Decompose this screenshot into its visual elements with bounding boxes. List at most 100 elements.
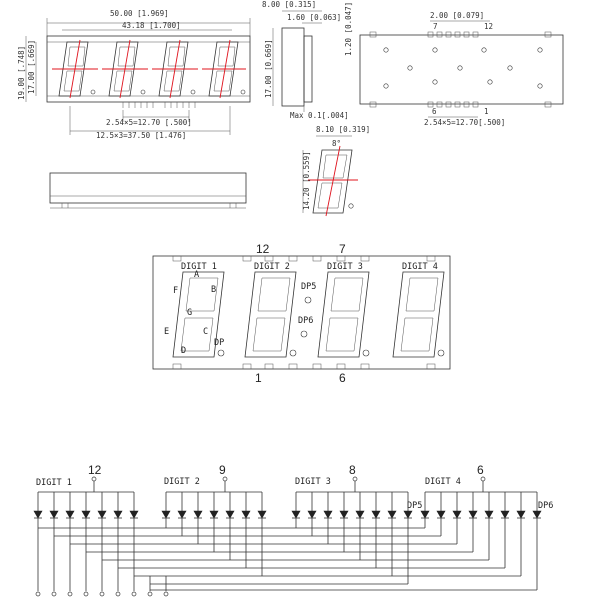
face-digit-4	[392, 271, 445, 358]
schematic-diode	[452, 510, 462, 519]
digit-width-dim: 8.10 [0.319]	[316, 125, 370, 134]
face-pin-12: 12	[256, 242, 270, 256]
schematic-diode	[257, 510, 267, 519]
schematic-pin-6: 6	[477, 463, 484, 477]
overall-width-dim: 50.00 [1.969]	[110, 9, 169, 18]
front-digit-3	[152, 39, 198, 99]
side-depth-dim: 8.00 [0.315]	[262, 0, 316, 9]
schematic-pin-8: 8	[349, 463, 356, 477]
segment-dp: DP	[214, 338, 224, 348]
schematic-group-label-4: DIGIT 4	[425, 477, 461, 487]
schematic-diode	[129, 510, 139, 519]
schematic-common-pin	[480, 476, 486, 482]
schematic-diode	[532, 510, 542, 519]
segment-a: A	[194, 270, 199, 280]
back-view: 2.00 [0.079] 7 12 1.20 [0.047] 6 1	[344, 2, 564, 127]
back-pin-1: 1	[484, 107, 489, 116]
schematic-diode	[161, 510, 171, 519]
back-pin-6: 6	[432, 107, 437, 116]
back-pin-pitch-dim: 2.54×5=12.70[.500]	[424, 118, 505, 127]
schematic-diode	[355, 510, 365, 519]
schematic-diode	[65, 510, 75, 519]
schematic-diode	[339, 510, 349, 519]
schematic-diode	[209, 510, 219, 519]
schematic-diode	[436, 510, 446, 519]
schematic-diode	[33, 510, 43, 519]
schematic-dp6: DP6	[538, 501, 553, 511]
segment-d: D	[181, 346, 186, 356]
side-pin-dim: 1.60 [0.063]	[287, 13, 341, 22]
digit-pitch-dim: 12.5×3=37.50 [1.476]	[96, 131, 186, 140]
schematic: DIGIT 1 DIGIT 2 DIGIT 3 DIGIT 4 12 9 8 6…	[33, 463, 553, 597]
schematic-diode	[500, 510, 510, 519]
inner-width-dim: 43.18 [1.700]	[122, 21, 181, 30]
digit-angle: 8°	[332, 139, 341, 148]
height-inner-dim: 17.00 [.669]	[27, 40, 36, 94]
face-digit-label-3: DIGIT 3	[327, 262, 363, 272]
schematic-diode	[113, 510, 123, 519]
side-height-dim: 17.00 [0.669]	[264, 39, 273, 98]
face-digit-3	[317, 271, 370, 358]
schematic-group-label-1: DIGIT 1	[36, 478, 72, 488]
face-digit-label-4: DIGIT 4	[402, 262, 438, 272]
face-digit-2	[244, 271, 297, 358]
schematic-diode	[403, 510, 413, 519]
schematic-diode	[225, 510, 235, 519]
schematic-diode	[420, 510, 430, 519]
face-digit-label-1: DIGIT 1	[181, 262, 217, 272]
schematic-dp5: DP5	[407, 501, 422, 511]
schematic-group-label-2: DIGIT 2	[164, 477, 200, 487]
face-body	[152, 255, 451, 370]
schematic-pin-12: 12	[88, 463, 102, 477]
schematic-output-pin	[131, 591, 137, 597]
schematic-diode	[371, 510, 381, 519]
schematic-diode	[323, 510, 333, 519]
schematic-diode	[241, 510, 251, 519]
back-pin-7: 7	[433, 22, 438, 31]
back-pin-12: 12	[484, 22, 493, 31]
segment-c: C	[203, 327, 208, 337]
schematic-output-pin	[115, 591, 121, 597]
face-dp6: DP6	[298, 316, 313, 326]
side-max-note: Max 0.1[.004]	[290, 111, 349, 120]
height-outer-dim: 19.00 [.748]	[17, 46, 26, 100]
front-view: 50.00 [1.969] 43.18 [1.700] 19.00 [.748]…	[17, 9, 251, 140]
segment-b: B	[211, 285, 216, 295]
schematic-diode	[516, 510, 526, 519]
front-digit-1	[52, 39, 98, 99]
front-digit-2	[102, 39, 148, 99]
schematic-output-pin	[67, 591, 73, 597]
schematic-diode	[81, 510, 91, 519]
face-view: 12 7 DIGIT 1 DIGIT 2 DIGIT 3 DIGIT 4	[152, 242, 451, 385]
schematic-diode	[484, 510, 494, 519]
schematic-output-pin	[147, 591, 153, 597]
schematic-pin-9: 9	[219, 463, 226, 477]
schematic-diode	[97, 510, 107, 519]
schematic-diode	[291, 510, 301, 519]
digit-height-dim: 14.20 [0.559]	[302, 151, 311, 210]
face-pin-7: 7	[339, 242, 346, 256]
back-top-pitch-dim: 2.00 [0.079]	[430, 11, 484, 20]
schematic-diode	[193, 510, 203, 519]
side-view: 8.00 [0.315] 1.60 [0.063] 17.00 [0.669] …	[262, 0, 349, 120]
front-digit-4	[202, 39, 246, 99]
schematic-diode	[49, 510, 59, 519]
face-dp5: DP5	[301, 282, 316, 292]
back-side-height-dim: 1.20 [0.047]	[344, 2, 353, 56]
schematic-common-pin	[222, 476, 228, 482]
top-view	[49, 172, 247, 209]
face-digit-1	[172, 271, 225, 358]
segment-g: G	[187, 308, 192, 318]
schematic-common-pin	[352, 476, 358, 482]
schematic-output-pin	[51, 591, 57, 597]
schematic-output-pin	[83, 591, 89, 597]
schematic-diode	[468, 510, 478, 519]
schematic-diode	[387, 510, 397, 519]
schematic-diode	[177, 510, 187, 519]
front-pin-pitch-dim: 2.54×5=12.70 [.500]	[106, 118, 192, 127]
front-body	[46, 35, 251, 103]
schematic-group-label-3: DIGIT 3	[295, 477, 331, 487]
schematic-output-pin	[163, 591, 169, 597]
schematic-output-pin	[99, 591, 105, 597]
